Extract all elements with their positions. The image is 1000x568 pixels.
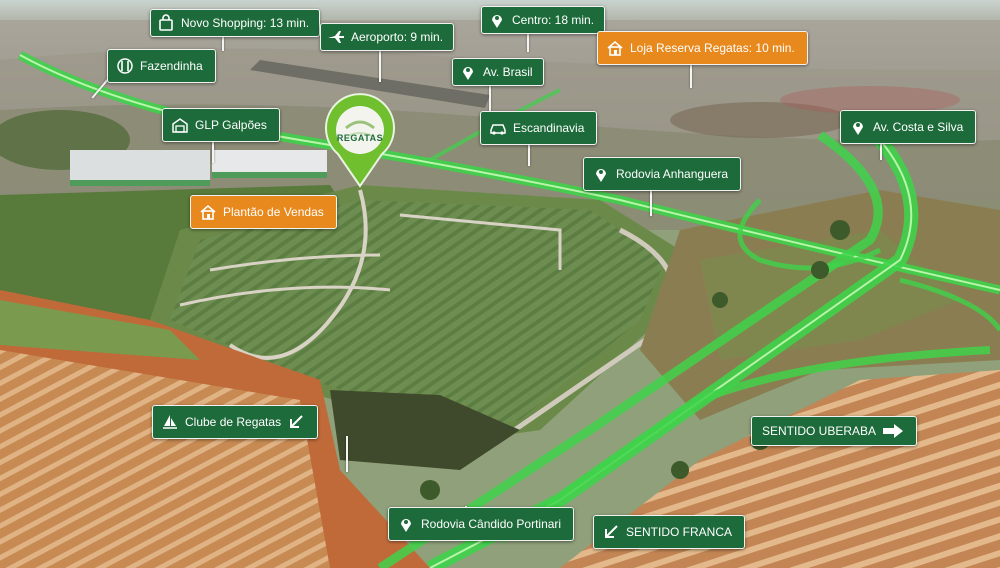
label-text: Loja Reserva Regatas: 10 min. (630, 41, 795, 55)
arrow-down-left-icon (602, 523, 620, 541)
leader-line (346, 436, 348, 472)
leader-line (650, 184, 652, 216)
label-av-brasil[interactable]: Av. Brasil (452, 58, 544, 86)
arrow-right-icon (882, 422, 904, 440)
leader-line (212, 135, 214, 163)
map-marker-icon (488, 11, 506, 29)
map-marker-icon (849, 118, 867, 136)
leader-line (528, 138, 530, 166)
label-sentido-uberaba[interactable]: SENTIDO UBERABA (751, 416, 918, 446)
label-text: Rodovia Cândido Portinari (421, 517, 562, 531)
warehouse-icon (171, 116, 189, 134)
label-text: Fazendinha (140, 59, 203, 73)
label-av-costa-silva[interactable]: Av. Costa e Silva (840, 110, 977, 144)
label-text: Aeroporto: 9 min. (351, 30, 444, 44)
label-rodovia-anhanguera[interactable]: Rodovia Anhanguera (583, 157, 742, 191)
leader-line (527, 30, 529, 52)
label-novo-shopping[interactable]: Novo Shopping: 13 min. (150, 9, 321, 37)
label-text: Clube de Regatas (185, 415, 282, 429)
label-centro[interactable]: Centro: 18 min. (481, 6, 606, 34)
label-text: Plantão de Vendas (223, 205, 324, 219)
label-rodovia-candido[interactable]: Rodovia Cândido Portinari (388, 507, 575, 541)
label-sentido-franca[interactable]: SENTIDO FRANCA (593, 515, 746, 549)
label-aeroporto[interactable]: Aeroporto: 9 min. (320, 23, 455, 51)
map-marker-icon (592, 165, 610, 183)
label-escandinavia[interactable]: Escandinavia (480, 111, 598, 145)
arrow-down-left-icon (287, 413, 305, 431)
car-icon (489, 119, 507, 137)
label-text: Centro: 18 min. (512, 13, 595, 27)
leader-line (379, 48, 381, 82)
label-loja-reserva[interactable]: Loja Reserva Regatas: 10 min. (597, 31, 808, 65)
fork-knife-icon (116, 57, 134, 75)
leader-line (690, 60, 692, 88)
label-glp-galpoes[interactable]: GLP Galpões (162, 108, 280, 142)
label-text: SENTIDO FRANCA (626, 525, 733, 539)
shopping-bag-icon (157, 14, 175, 32)
leader-line (489, 83, 491, 113)
home-icon (606, 39, 624, 57)
location-pin-icon (325, 93, 395, 188)
label-text: SENTIDO UBERABA (762, 424, 877, 438)
sailboat-icon (161, 413, 179, 431)
leader-line (222, 31, 224, 51)
airplane-icon (327, 28, 345, 46)
leader-line (880, 138, 882, 160)
label-fazendinha[interactable]: Fazendinha (107, 49, 216, 83)
home-icon (199, 203, 217, 221)
pin-brand: REGATAS (336, 133, 384, 143)
label-clube-regatas[interactable]: Clube de Regatas (152, 405, 319, 439)
label-text: Av. Brasil (483, 65, 533, 79)
label-text: GLP Galpões (195, 118, 267, 132)
label-text: Av. Costa e Silva (873, 120, 964, 134)
label-text: Novo Shopping: 13 min. (181, 16, 310, 30)
label-text: Escandinavia (513, 121, 585, 135)
map-marker-icon (397, 515, 415, 533)
label-plantao-vendas[interactable]: Plantão de Vendas (190, 195, 337, 229)
map-marker-icon (459, 63, 477, 81)
label-text: Rodovia Anhanguera (616, 167, 729, 181)
